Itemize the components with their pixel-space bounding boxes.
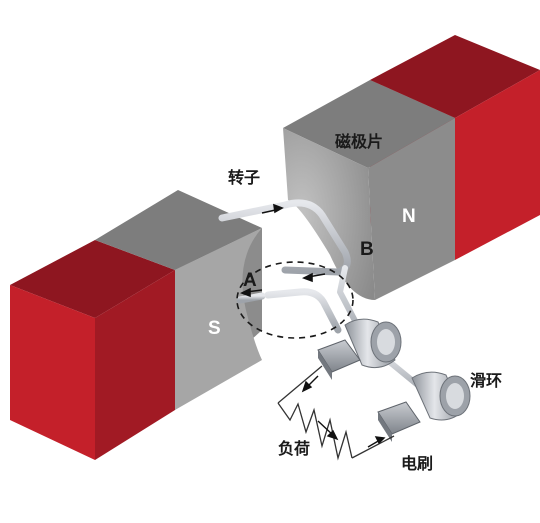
magnet-south-red-front bbox=[10, 285, 95, 460]
load-wire-left bbox=[277, 365, 323, 404]
rotor-wire-lower-arm bbox=[236, 292, 266, 304]
pole-s-label: S bbox=[208, 318, 221, 339]
load-resistor bbox=[277, 402, 353, 461]
load-arrows bbox=[301, 375, 386, 448]
pole-piece-south-top bbox=[95, 190, 262, 270]
current-arrows bbox=[240, 203, 326, 298]
magnet-north-red-front bbox=[455, 70, 540, 260]
load-label: 负荷 bbox=[278, 439, 310, 458]
load-circuit bbox=[277, 365, 395, 461]
pole-piece-north-front bbox=[368, 118, 455, 300]
magnet-north bbox=[283, 35, 540, 300]
rotor-label: 转子 bbox=[228, 168, 260, 187]
slip-ring-label: 滑环 bbox=[470, 371, 502, 390]
magnet-south-red-top bbox=[10, 240, 175, 318]
magnet-south-red-side bbox=[95, 270, 175, 460]
brush-2 bbox=[377, 401, 421, 442]
magnet-north-red-top bbox=[370, 35, 540, 118]
pole-piece-south-curved-face bbox=[175, 228, 262, 410]
point-a-label: A bbox=[243, 270, 257, 291]
magnet-south bbox=[10, 190, 262, 460]
pole-n-label: N bbox=[402, 206, 416, 227]
rotor-wire-bottom bbox=[264, 288, 342, 334]
rotation-path-dashed bbox=[236, 261, 354, 339]
pole-piece-label: 磁极片 bbox=[335, 132, 383, 151]
slip-ring-1 bbox=[344, 318, 402, 369]
point-b-label: B bbox=[360, 239, 374, 260]
brush-label: 电刷 bbox=[401, 454, 433, 473]
slip-ring-2 bbox=[411, 371, 471, 421]
brush-1 bbox=[317, 339, 361, 380]
pole-piece-north-curved-face bbox=[283, 128, 375, 300]
pole-piece-north-top bbox=[283, 80, 455, 168]
load-wire-right bbox=[351, 435, 395, 459]
